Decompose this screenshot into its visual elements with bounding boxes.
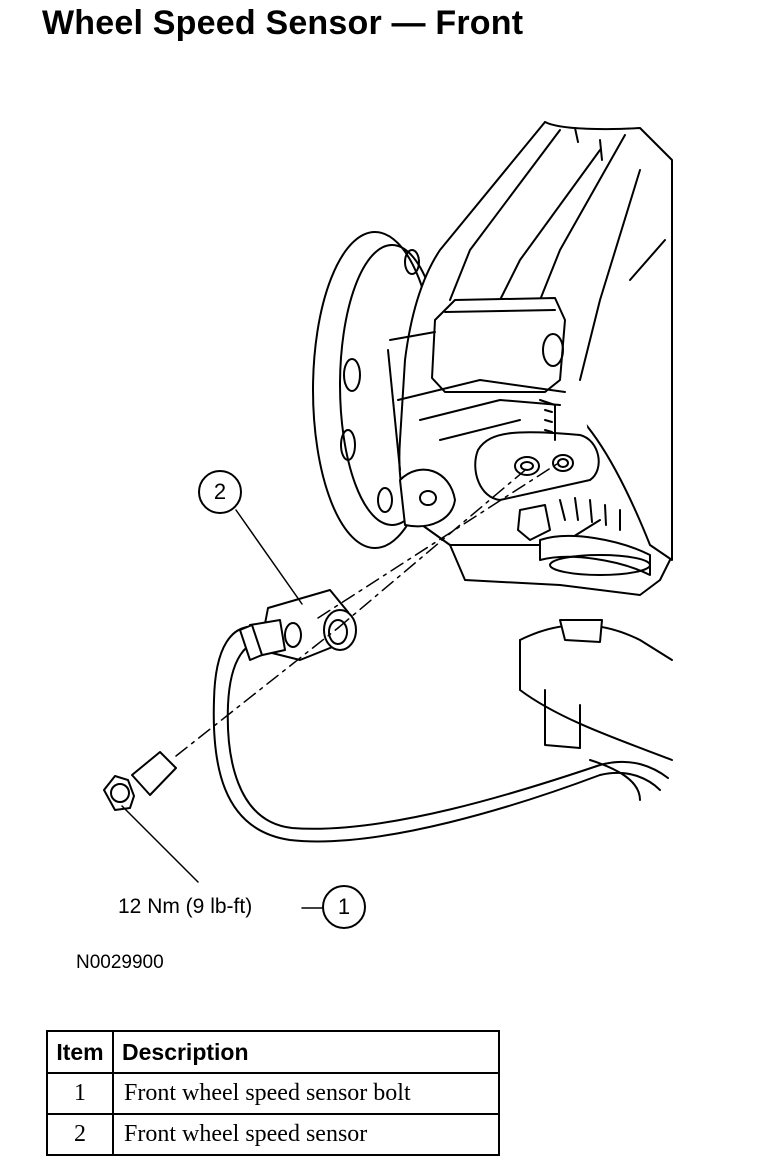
- item-legend-table: Item Description 1 Front wheel speed sen…: [46, 1030, 500, 1156]
- header-item: Item: [46, 1030, 114, 1074]
- table-row: 2 Front wheel speed sensor: [46, 1113, 500, 1156]
- sensor-cable: [212, 625, 669, 843]
- callout-2: 2: [198, 470, 242, 514]
- torque-spec-label: 12 Nm (9 lb-ft): [118, 895, 253, 918]
- alignment-lines: [175, 461, 561, 757]
- figure-id: N0029900: [76, 952, 164, 973]
- tone-ring: [517, 497, 651, 576]
- lower-arm: [449, 544, 673, 801]
- row-item-number: 1: [46, 1072, 114, 1115]
- row-description: Front wheel speed sensor: [112, 1113, 500, 1156]
- page-title: Wheel Speed Sensor — Front: [42, 4, 524, 42]
- sensor-bolt: [103, 751, 177, 811]
- table-row: 1 Front wheel speed sensor bolt: [46, 1072, 500, 1115]
- table-header-row: Item Description: [46, 1030, 500, 1074]
- header-description: Description: [112, 1030, 500, 1074]
- row-item-number: 2: [46, 1113, 114, 1156]
- leader-lines: [121, 509, 323, 909]
- steering-knuckle: [387, 121, 673, 561]
- row-description: Front wheel speed sensor bolt: [112, 1072, 500, 1115]
- wheel-speed-sensor: [239, 589, 357, 661]
- callout-1: 1: [322, 885, 366, 929]
